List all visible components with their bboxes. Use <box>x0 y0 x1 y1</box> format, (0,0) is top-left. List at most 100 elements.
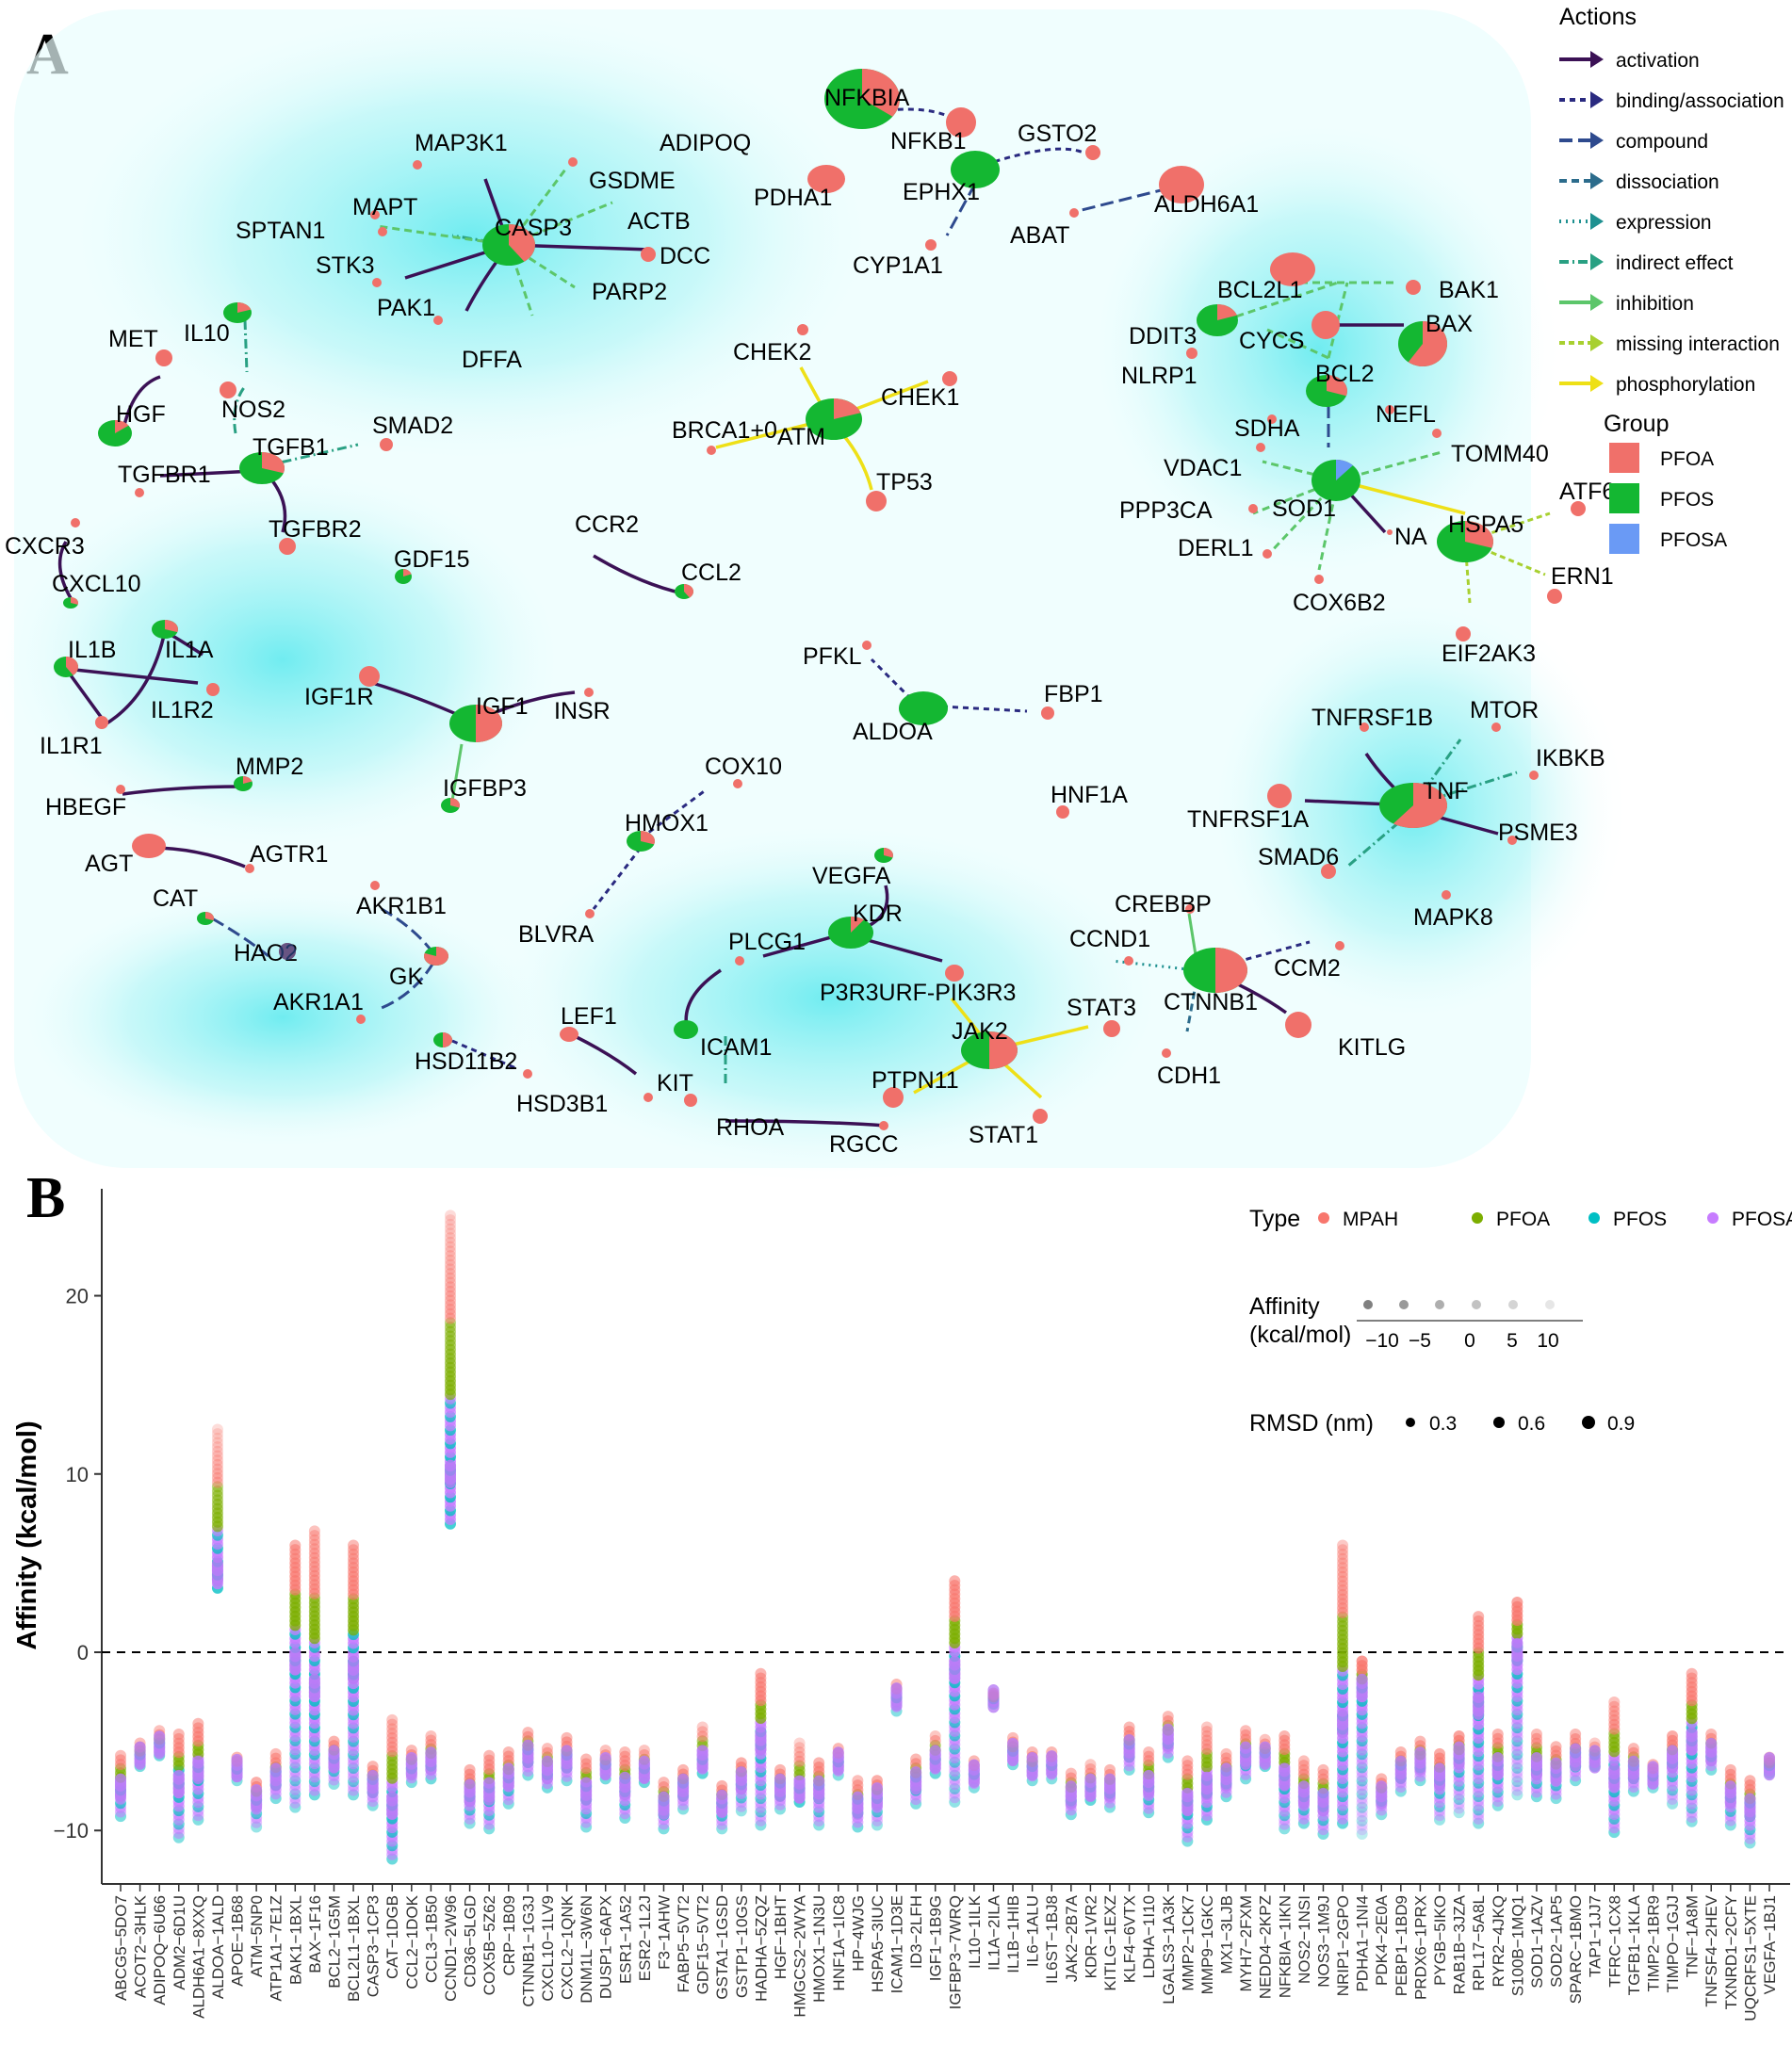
node-label: TGFBR2 <box>269 516 362 543</box>
node-label: CCM2 <box>1274 955 1341 982</box>
node-label: GSDME <box>589 168 676 194</box>
data-point <box>445 1312 456 1324</box>
node-circle <box>95 716 108 729</box>
data-point <box>211 1441 223 1453</box>
node-pak1: PAK1 <box>377 295 443 325</box>
panel-a: A <box>0 0 1784 1187</box>
point-group-hspa5-3iuc <box>871 1775 883 1831</box>
x-tick-label: ABCG5−5DO7 <box>112 1895 130 2001</box>
node-cox6b2: COX6B2 <box>1293 575 1386 616</box>
affinity-legend-tick: −10 <box>1365 1330 1399 1352</box>
arrow-icon <box>1590 213 1604 230</box>
node-pfoa-slice <box>989 1031 1018 1069</box>
node-label: SMAD6 <box>1258 844 1339 870</box>
node-circle <box>674 1020 698 1039</box>
point-group-bcl2l1-1bxl <box>348 1539 360 1801</box>
data-point-core <box>192 1755 204 1785</box>
data-point <box>308 1525 320 1537</box>
node-tgfbr1: TGFBR1 <box>118 462 211 497</box>
data-point-core <box>871 1782 883 1811</box>
data-point <box>308 1548 320 1560</box>
node-ccr2: CCR2 <box>575 511 639 538</box>
node-circle <box>1186 348 1197 359</box>
data-point <box>1240 1729 1252 1741</box>
data-point <box>445 1210 456 1222</box>
data-point <box>619 1745 631 1758</box>
action-legend-item-inhibition: inhibition <box>1559 293 1694 315</box>
node-circle <box>356 1015 366 1024</box>
point-group-adipoq-6u66 <box>154 1725 166 1762</box>
data-point <box>1356 1828 1368 1841</box>
point-group-atm-5np0 <box>251 1777 263 1833</box>
data-point <box>793 1746 806 1759</box>
x-tick-label: PDHA1−1NI4 <box>1354 1895 1372 1992</box>
data-point <box>1356 1801 1368 1813</box>
type-legend-label: PFOS <box>1613 1209 1667 1230</box>
node-label: ERN1 <box>1551 563 1614 590</box>
point-group-jak2-2b7a <box>1065 1767 1077 1821</box>
arrow-icon <box>1590 334 1604 351</box>
point-group-nedd4-2kpz <box>1259 1733 1271 1773</box>
point-group-il10-1ilk <box>968 1755 980 1794</box>
node-blvra: BLVRA <box>518 909 595 948</box>
x-tick-label: NOS3−1M9J <box>1314 1895 1332 1988</box>
node-label: CDH1 <box>1157 1063 1221 1089</box>
x-tick-label: NFKBIA−1IKN <box>1276 1895 1294 1998</box>
data-point <box>1356 1797 1368 1810</box>
y-tick-label: 20 <box>66 1285 89 1308</box>
node-circle <box>1085 145 1100 160</box>
node-cxcr3: CXCR3 <box>5 518 85 560</box>
data-point <box>445 1299 456 1311</box>
node-mmp2: MMP2 <box>234 754 303 791</box>
data-point <box>1297 1755 1310 1767</box>
node-pfoa-slice <box>884 848 893 858</box>
node-ccm2: CCM2 <box>1274 941 1344 982</box>
data-point <box>445 1272 456 1284</box>
node-tgfbr2: TGFBR2 <box>269 516 362 555</box>
x-tick-label: ACOT2−3HLK <box>132 1894 150 1998</box>
data-point <box>445 1286 456 1298</box>
node-circle <box>1267 414 1277 424</box>
data-point <box>445 1317 456 1329</box>
node-label: BCL2 <box>1315 361 1375 387</box>
data-point-core <box>949 1655 961 1685</box>
node-circle <box>879 1121 888 1130</box>
node-label: PFKL <box>803 643 862 670</box>
node-atm: ATM <box>777 398 862 450</box>
data-point <box>211 1454 223 1467</box>
data-point-core <box>405 1751 417 1781</box>
node-ctnnb1: CTNNB1 <box>1164 948 1258 1015</box>
x-tick-label: ALDOA−1ALD <box>209 1895 227 1999</box>
node-label: IGFBP3 <box>443 775 527 802</box>
point-group-nfkbia-1ikn <box>1279 1729 1291 1835</box>
node-label: IKBKB <box>1536 745 1605 771</box>
x-tick-label: F3−1AHW <box>655 1895 673 1970</box>
node-circle <box>413 160 422 170</box>
node-label: BLVRA <box>518 921 594 948</box>
data-point <box>348 1539 360 1551</box>
node-circle <box>942 371 957 386</box>
data-point <box>1200 1721 1213 1733</box>
node-circle <box>1491 723 1501 732</box>
node-mtor: MTOR <box>1470 697 1539 732</box>
data-point <box>1337 1552 1349 1565</box>
node-circle <box>641 247 656 262</box>
rmsd-legend-label: 0.6 <box>1518 1413 1545 1435</box>
data-point <box>1744 1775 1756 1787</box>
x-tick-label: CTNNB1−1G3J <box>519 1895 537 2007</box>
node-plcg1: PLCG1 <box>728 929 806 966</box>
node-il1r1: IL1R1 <box>40 716 108 759</box>
data-point-core <box>1317 1787 1329 1817</box>
group-legend-item-pfos: PFOS <box>1609 483 1714 513</box>
x-tick-label: ATP1A1−7E1Z <box>268 1895 285 2002</box>
point-group-pdk4-2e0a <box>1376 1773 1388 1821</box>
node-label: CCR2 <box>575 511 639 538</box>
data-point-core <box>251 1784 263 1813</box>
node-circle <box>1456 626 1471 641</box>
data-point-core <box>1297 1780 1310 1810</box>
data-point <box>211 1423 223 1436</box>
data-point-core <box>1570 1743 1582 1772</box>
data-point <box>211 1428 223 1440</box>
point-group-sod2-1ap5 <box>1550 1741 1562 1805</box>
node-label: PARP2 <box>592 279 667 305</box>
